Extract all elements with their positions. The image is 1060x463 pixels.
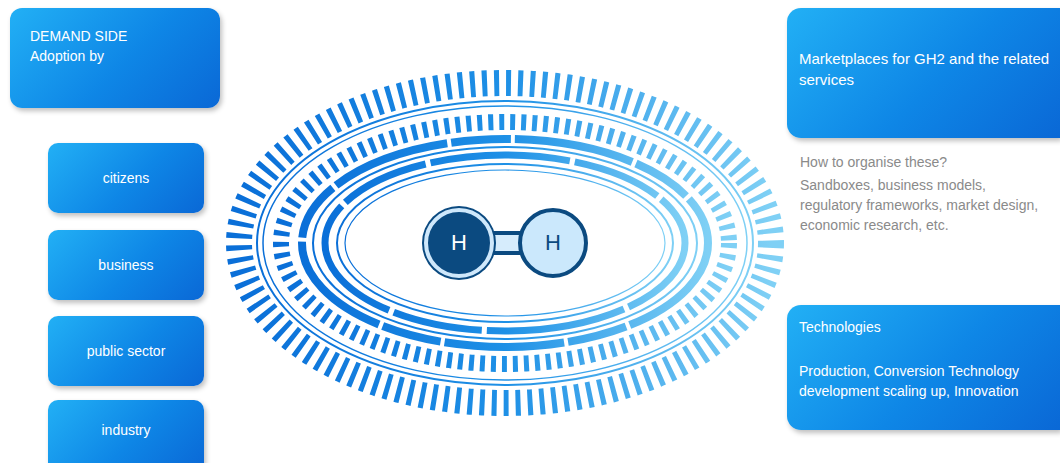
atom-circle: H [424,208,494,278]
node-title: Technologies [799,317,1050,337]
node-title: DEMAND SIDE [30,26,200,46]
node-title: Marketplaces for GH2 and the related ser… [799,48,1050,90]
node-body: Production, Conversion Technology develo… [799,361,1050,401]
bond-bar [492,243,520,244]
node-title: H [451,229,467,257]
atom-circle: H [518,208,588,278]
node-title: public sector [87,341,166,361]
label-box: TechnologiesProduction, Conversion Techn… [787,305,1060,430]
label-box: Marketplaces for GH2 and the related ser… [787,8,1060,138]
node-title: citizens [103,168,150,188]
label-box: citizens [48,143,204,213]
node-body: Adoption by [30,46,200,66]
question-note: How to organise these? [800,152,1055,172]
label-box: industry [48,400,204,463]
note-text: Sandboxes, business models, regulatory f… [800,175,1050,235]
node-title: industry [101,420,150,440]
node-title: business [98,255,153,275]
label-box: DEMAND SIDEAdoption by [10,8,220,108]
label-box: public sector [48,316,204,386]
node-title: H [545,229,561,257]
label-box: business [48,230,204,300]
